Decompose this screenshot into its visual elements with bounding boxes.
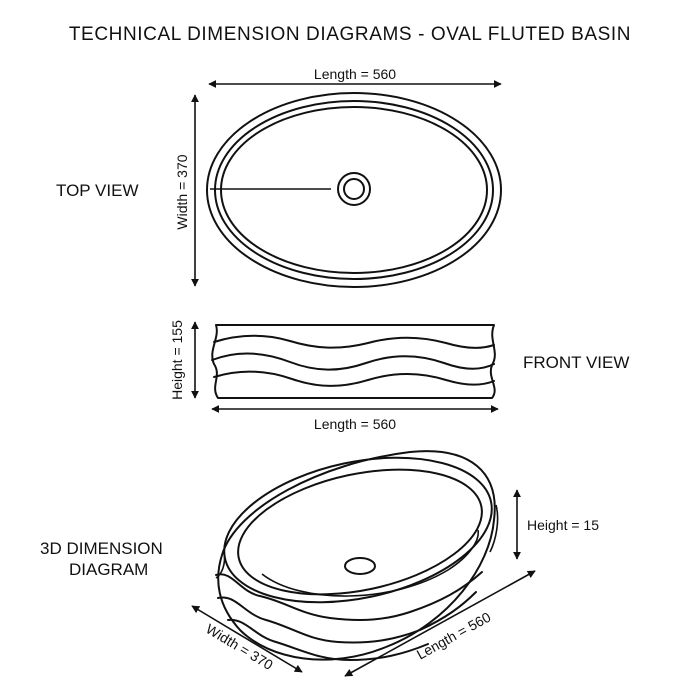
- top-width-label: Width = 370: [174, 154, 190, 229]
- iso-drain: [344, 557, 376, 575]
- front-view: FRONT VIEW Height = 155 Length = 560: [169, 320, 629, 432]
- front-length-label: Length = 560: [314, 416, 396, 432]
- basin-bowl-edge: [220, 106, 488, 274]
- iso-height-label: Height = 15: [527, 517, 599, 533]
- iso-rim-side-1: [215, 551, 226, 579]
- iso-rim-side-2: [489, 504, 499, 553]
- front-height-label: Height = 155: [169, 320, 185, 400]
- basin-outer-rim: [206, 92, 502, 288]
- diagram-title: TECHNICAL DIMENSION DIAGRAMS - OVAL FLUT…: [69, 24, 631, 45]
- iso-bowl-floor: [261, 529, 479, 597]
- front-flute-3: [213, 370, 495, 387]
- iso-inner-rim: [237, 468, 483, 596]
- drain-inner-ring: [343, 178, 365, 200]
- front-flute-2: [211, 352, 495, 371]
- drain-outer-ring: [337, 172, 371, 206]
- front-flute-1: [213, 334, 495, 349]
- top-length-label: Length = 560: [314, 66, 396, 82]
- iso-length-arrow: [344, 570, 536, 677]
- iso-view: 3D DIMENSION DIAGRAM Height = 15 Length …: [40, 450, 599, 677]
- iso-width-arrow: [191, 605, 303, 673]
- front-basin-outline: [211, 324, 496, 399]
- front-view-label: FRONT VIEW: [523, 353, 629, 372]
- top-view-label: TOP VIEW: [56, 181, 139, 200]
- iso-view-label-line1: 3D DIMENSION: [40, 539, 163, 558]
- basin-inner-rim: [214, 100, 494, 280]
- iso-view-label-line2: DIAGRAM: [69, 560, 148, 579]
- top-view: TOP VIEW Length = 560 Width = 370: [56, 66, 502, 288]
